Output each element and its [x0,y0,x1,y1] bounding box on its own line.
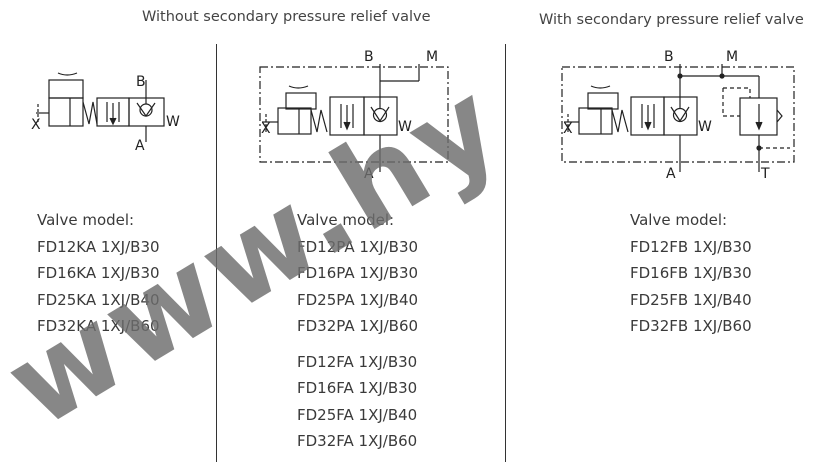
sym1-port-x: X [31,117,41,133]
model-item: FD25KA 1XJ/B40 [37,290,160,309]
model-item: FD16KA 1XJ/B30 [37,264,160,282]
sym1-port-b: B [136,74,146,90]
model-item: FD32FA 1XJ/B60 [297,432,418,450]
model-item: FD12PA 1XJ/B30 [297,237,419,256]
sym2-port-b: B [364,49,374,65]
sym3-port-x: X [563,121,573,137]
model-item: FD12FA 1XJ/B30 [297,352,418,371]
sym2-port-m: M [426,49,438,65]
model-item: FD16FB 1XJ/B30 [630,264,752,282]
sym1-port-w: W [166,114,180,130]
sym3-port-w: W [698,119,712,135]
model-item: FD16FA 1XJ/B30 [297,379,418,397]
sym3-port-a: A [666,166,676,182]
sym3-port-b: B [664,49,674,65]
sym3-port-t: T [760,166,770,182]
sym3-port-m: M [726,49,738,65]
heading-with-relief: With secondary pressure relief valve [539,12,804,28]
model-list-title: Valve model: [297,211,395,229]
model-list-col2: Valve model: FD12PA 1XJ/B30 FD16PA 1XJ/B… [297,207,418,455]
sym1-port-a: A [135,138,145,154]
sym2-port-x: X [261,121,271,137]
column-divider-right [505,44,506,462]
model-list-col1: Valve model: FD12KA 1XJ/B30 FD16KA 1XJ/B… [37,207,160,340]
sym2-port-w: W [398,119,412,135]
model-item: FD25PA 1XJ/B40 [297,290,419,309]
model-item: FD25FB 1XJ/B40 [630,290,752,309]
model-list-title: Valve model: [37,211,135,229]
sym3-junction-b [677,73,683,79]
model-list-title: Valve model: [630,211,728,229]
sym2-port-a: A [364,166,374,182]
model-item: FD25FA 1XJ/B40 [297,405,418,424]
sym3-junction-m [719,73,725,79]
model-item: FD32FB 1XJ/B60 [630,317,752,335]
heading-without-relief: Without secondary pressure relief valve [142,9,431,25]
model-list-col3: Valve model: FD12FB 1XJ/B30 FD16FB 1XJ/B… [630,207,752,340]
model-item: FD12FB 1XJ/B30 [630,237,752,256]
column-divider-left [216,44,217,462]
model-item: FD12KA 1XJ/B30 [37,237,160,256]
model-item: FD16PA 1XJ/B30 [297,264,419,282]
model-item: FD32PA 1XJ/B60 [297,317,419,335]
sym3-junction-t [756,145,762,151]
model-item: FD32KA 1XJ/B60 [37,317,160,335]
